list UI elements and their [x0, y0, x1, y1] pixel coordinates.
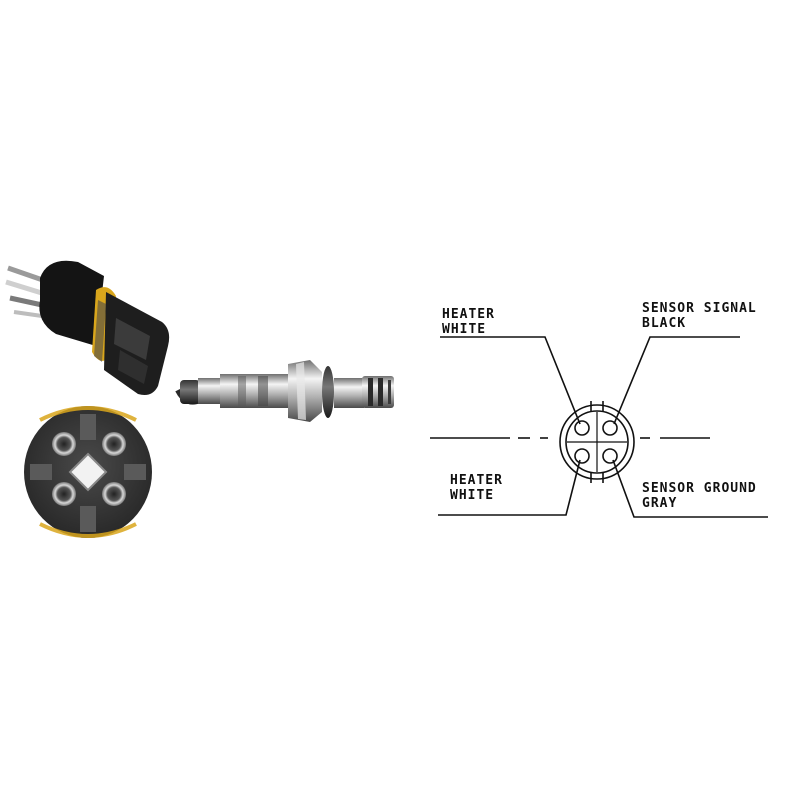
leader-heater-bottom	[438, 459, 581, 516]
sensor-cable-boot	[180, 380, 200, 404]
connector-face-photo	[20, 406, 160, 538]
oxygen-sensor-photo	[175, 360, 394, 422]
connector-outline	[559, 404, 635, 480]
sensor-thread	[334, 378, 364, 408]
label-sensor-signal-color: BLACK	[642, 316, 686, 331]
label-sensor-ground-color: GRAY	[642, 496, 677, 511]
leader-sensor-ground	[612, 459, 768, 518]
center-key	[68, 452, 108, 492]
label-heater-top-name: HEATER	[442, 307, 495, 322]
label-heater-top-color: WHITE	[442, 322, 486, 337]
leader-sensor-signal	[613, 336, 740, 425]
label-sensor-ground-name: SENSOR GROUND	[642, 481, 757, 496]
pin-sensor-ground	[602, 448, 618, 464]
pinout-diagram	[430, 336, 768, 518]
sensor-body	[220, 374, 290, 408]
label-heater-bottom-color: WHITE	[450, 488, 494, 503]
pin-socket-bottom-right	[102, 482, 126, 506]
sensor-washer	[322, 366, 334, 418]
pin-socket-top-left	[52, 432, 76, 456]
connector-rear-body	[39, 260, 104, 346]
label-sensor-signal-name: SENSOR SIGNAL	[642, 301, 757, 316]
leader-heater-top	[440, 336, 581, 425]
pin-socket-bottom-left	[52, 482, 76, 506]
label-heater-bottom-name: HEATER	[450, 473, 503, 488]
pin-socket-top-right	[102, 432, 126, 456]
connector-plug-photo	[5, 260, 170, 395]
pin-heater-top	[574, 420, 590, 436]
pin-sensor-signal	[602, 420, 618, 436]
pin-heater-bottom	[574, 448, 590, 464]
